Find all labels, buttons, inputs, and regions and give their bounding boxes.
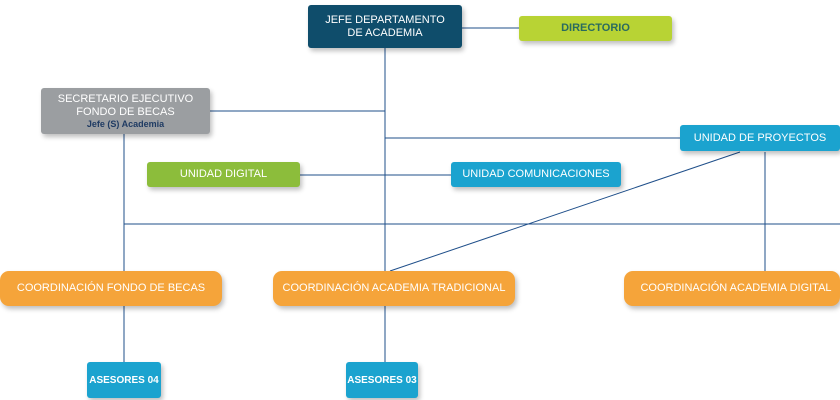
node-asesores-03: ASESORES 03 — [346, 362, 418, 398]
node-coord-academia-digital-label: COORDINACIÓN ACADEMIA DIGITAL — [640, 282, 832, 294]
node-secretario-ejecutivo: SECRETARIO EJECUTIVO FONDO DE BECAS Jefe… — [41, 88, 210, 134]
node-coord-fondo-becas: COORDINACIÓN FONDO DE BECAS — [0, 271, 222, 306]
node-asesores-04-label: ASESORES 04 — [89, 374, 159, 386]
node-unidad-comunicaciones-label: UNIDAD COMUNICACIONES — [462, 168, 610, 180]
node-coord-academia-digital: COORDINACIÓN ACADEMIA DIGITAL — [624, 271, 840, 306]
node-unidad-proyectos: UNIDAD DE PROYECTOS — [680, 125, 840, 151]
node-unidad-digital-label: UNIDAD DIGITAL — [179, 168, 268, 180]
node-jefe-departamento: JEFE DEPARTAMENTO DE ACADEMIA — [308, 5, 462, 48]
node-directorio: DIRECTORIO — [519, 16, 672, 41]
node-jefe-departamento-line2: DE ACADEMIA — [347, 26, 423, 39]
node-coord-academia-tradicional: COORDINACIÓN ACADEMIA TRADICIONAL — [273, 271, 515, 306]
node-unidad-comunicaciones: UNIDAD COMUNICACIONES — [451, 162, 621, 187]
connector-proyectos-tradicional — [389, 151, 741, 272]
node-asesores-03-label: ASESORES 03 — [347, 374, 417, 386]
node-unidad-proyectos-label: UNIDAD DE PROYECTOS — [693, 131, 827, 144]
node-secretario-line1: SECRETARIO EJECUTIVO — [57, 92, 194, 105]
node-coord-fondo-becas-label: COORDINACIÓN FONDO DE BECAS — [16, 282, 206, 294]
node-secretario-sub: Jefe (S) Academia — [86, 118, 165, 129]
node-coord-academia-tradicional-label: COORDINACIÓN ACADEMIA TRADICIONAL — [282, 282, 506, 294]
node-directorio-label: DIRECTORIO — [561, 22, 630, 34]
node-jefe-departamento-line1: JEFE DEPARTAMENTO — [325, 13, 445, 26]
node-asesores-04: ASESORES 04 — [87, 362, 161, 398]
node-secretario-line2: FONDO DE BECAS — [76, 105, 175, 118]
node-unidad-digital: UNIDAD DIGITAL — [147, 162, 300, 187]
